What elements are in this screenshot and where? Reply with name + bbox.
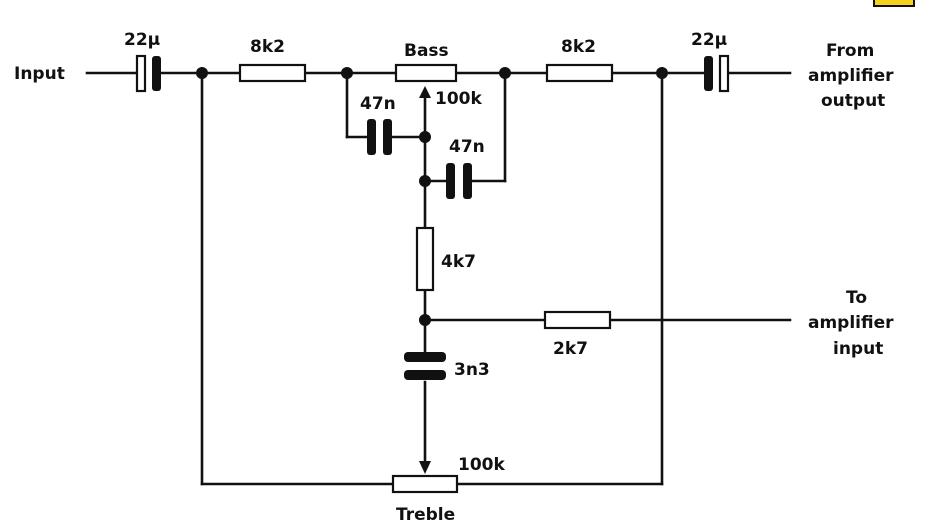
label-to-amplifier-line2: amplifier [808,313,894,333]
input-capacitor-plate-open [135,54,147,93]
resistor-2k7 [543,310,612,330]
label-resistor-2k7: 2k7 [553,339,588,359]
label-resistor-4k7: 4k7 [441,252,476,272]
label-bass: Bass [404,41,449,61]
resistor-8k2-right [545,63,614,83]
bass-capacitor-right-plate-1 [446,163,455,199]
resistor-8k2-left [238,63,307,83]
label-treble: Treble [396,505,455,525]
label-bass-cap-right: 47n [449,137,485,157]
junction-dot [419,314,431,326]
label-resistor-left: 8k2 [250,37,285,57]
output-capacitor-plate-open [718,54,730,93]
output-capacitor-plate-solid [704,56,713,91]
bass-wiper-arrow [419,86,431,98]
label-from-amplifier-line2: amplifier [808,66,894,86]
treble-potentiometer [391,474,459,494]
label-to-amplifier-line3: input [833,339,883,359]
bass-capacitor-left-plate-1 [367,119,376,155]
treble-capacitor-plate-1 [404,352,446,362]
label-output-capacitor: 22µ [691,30,727,50]
junction-dot [419,131,431,143]
label-bass-pot-value: 100k [435,89,482,109]
label-resistor-right: 8k2 [561,37,596,57]
label-treble-pot-value: 100k [458,455,505,475]
corner-badge [873,0,915,7]
junction-dot [419,175,431,187]
bass-potentiometer [394,63,458,83]
junction-dot [196,67,208,79]
bass-capacitor-right-plate-2 [463,163,472,199]
treble-wiper-arrow [419,461,431,474]
junction-dot [499,67,511,79]
input-capacitor-plate-solid [152,56,161,91]
label-bass-cap-left: 47n [360,94,396,114]
bass-capacitor-left-plate-2 [383,119,392,155]
label-from-amplifier-line3: output [821,91,885,111]
resistor-4k7 [415,226,435,292]
junction-dot [341,67,353,79]
label-to-amplifier-line1: To [846,288,867,308]
label-input-capacitor: 22µ [124,30,160,50]
label-input: Input [14,64,65,84]
label-from-amplifier-line1: From [826,41,874,61]
treble-capacitor-plate-2 [404,370,446,380]
label-treble-capacitor: 3n3 [454,360,490,380]
junction-dot [656,67,668,79]
